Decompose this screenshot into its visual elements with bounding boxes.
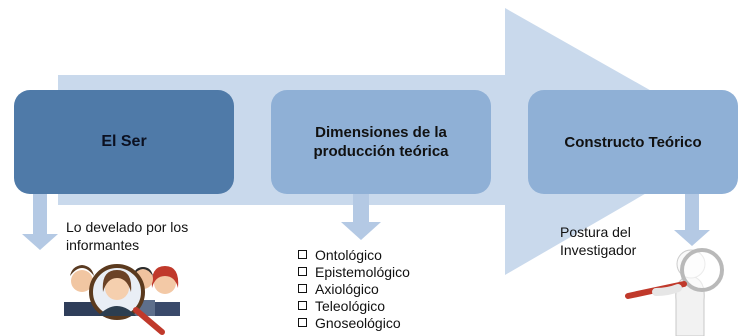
down-arrow-dimensiones xyxy=(341,194,381,240)
checkbox-icon xyxy=(298,318,307,327)
checklist-item-label: Ontológico xyxy=(315,246,382,263)
annotation-el-ser: Lo develado por los informantes xyxy=(66,219,189,253)
checkbox-icon xyxy=(298,284,307,293)
node-el-ser-label: El Ser xyxy=(101,133,147,150)
checklist-item: Epistemológico xyxy=(298,263,410,280)
checklist-item-label: Teleológico xyxy=(315,297,386,314)
node-constructo-label: Constructo Teórico xyxy=(564,133,702,151)
node-dimensiones: Dimensiones de la producción teórica xyxy=(271,90,491,194)
checklist-item: Gnoseológico xyxy=(298,314,410,331)
checkbox-icon xyxy=(298,267,307,276)
node-constructo: Constructo Teórico xyxy=(528,90,738,194)
checklist-item-label: Axiológico xyxy=(315,280,379,297)
down-arrow-el-ser xyxy=(22,194,58,250)
annotation-constructo: Postura del Investigador xyxy=(560,224,637,258)
checklist-item-label: Epistemológico xyxy=(315,263,410,280)
checklist-item: Axiológico xyxy=(298,280,410,297)
down-arrow-constructo xyxy=(674,194,710,246)
checklist-item: Teleológico xyxy=(298,297,410,314)
checklist-item: Ontológico xyxy=(298,246,410,263)
node-dimensiones-label: Dimensiones de la producción teórica xyxy=(313,124,449,160)
checkbox-icon xyxy=(298,301,307,310)
checklist-item-label: Gnoseológico xyxy=(315,314,401,331)
dimensiones-checklist: Ontológico Epistemológico Axiológico Tel… xyxy=(298,246,410,331)
checkbox-icon xyxy=(298,250,307,259)
node-el-ser: El Ser xyxy=(14,90,234,194)
